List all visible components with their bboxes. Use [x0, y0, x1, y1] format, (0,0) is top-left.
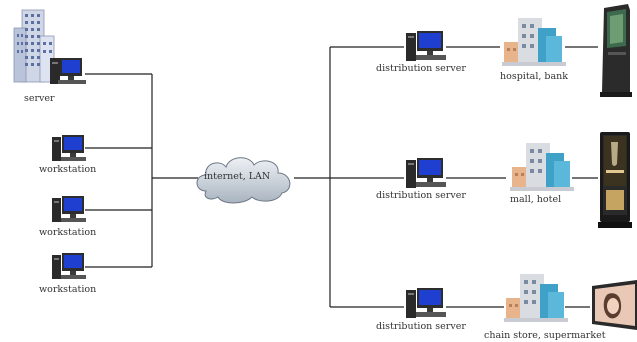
venue-label: hospital, bank: [500, 71, 569, 82]
cloud-label: internet, LAN: [204, 171, 271, 182]
building-icon: [502, 18, 566, 66]
building-icon: [510, 143, 574, 191]
workstation-label: workstation: [39, 164, 97, 175]
distribution-server-computer-icon: [406, 31, 446, 61]
workstation-computer-icon: [52, 253, 86, 279]
distribution-server-computer-icon: [406, 158, 446, 188]
venue-label: chain store, supermarket: [484, 330, 606, 341]
distribution-server-label: distribution server: [376, 63, 466, 74]
kiosk-terminal-icon: [600, 4, 632, 97]
wall-mounted-display-icon: [592, 280, 637, 330]
venue-label: mall, hotel: [510, 194, 562, 205]
workstation-label: workstation: [39, 227, 97, 238]
distribution-server-label: distribution server: [376, 321, 466, 332]
server-building-icon: [13, 9, 86, 84]
distribution-server-computer-icon: [406, 288, 446, 318]
workstation-label: workstation: [39, 284, 97, 295]
distribution-server-label: distribution server: [376, 190, 466, 201]
workstation-computer-icon: [52, 135, 86, 161]
floor-standing-display-icon: [598, 132, 632, 228]
workstation-computer-icon: [52, 196, 86, 222]
cloud-icon: [196, 157, 291, 204]
server-label: server: [24, 93, 55, 104]
building-icon: [504, 274, 568, 322]
